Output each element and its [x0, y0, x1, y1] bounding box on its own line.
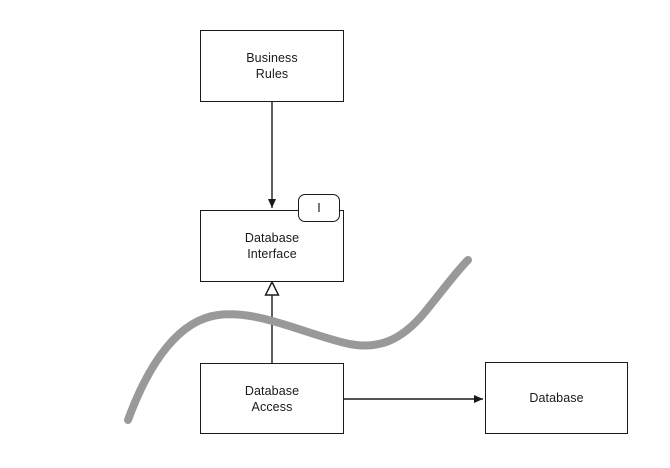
node-database-label: Database: [529, 391, 584, 405]
node-database-interface[interactable]: Database Interface: [200, 210, 344, 282]
boundary-curve: [124, 256, 472, 424]
node-business-rules[interactable]: Business Rules: [200, 30, 344, 102]
hollow-triangle-arrowhead: [264, 280, 280, 296]
interface-badge-label: I: [317, 200, 321, 215]
node-business-rules-label: Business Rules: [246, 51, 298, 81]
node-database-access-label: Database Access: [244, 383, 300, 414]
node-database-access[interactable]: Database Access: [200, 363, 344, 434]
node-database[interactable]: Database: [485, 362, 628, 434]
interface-badge[interactable]: I: [298, 194, 340, 222]
node-database-interface-label: Database Interface: [244, 231, 300, 261]
